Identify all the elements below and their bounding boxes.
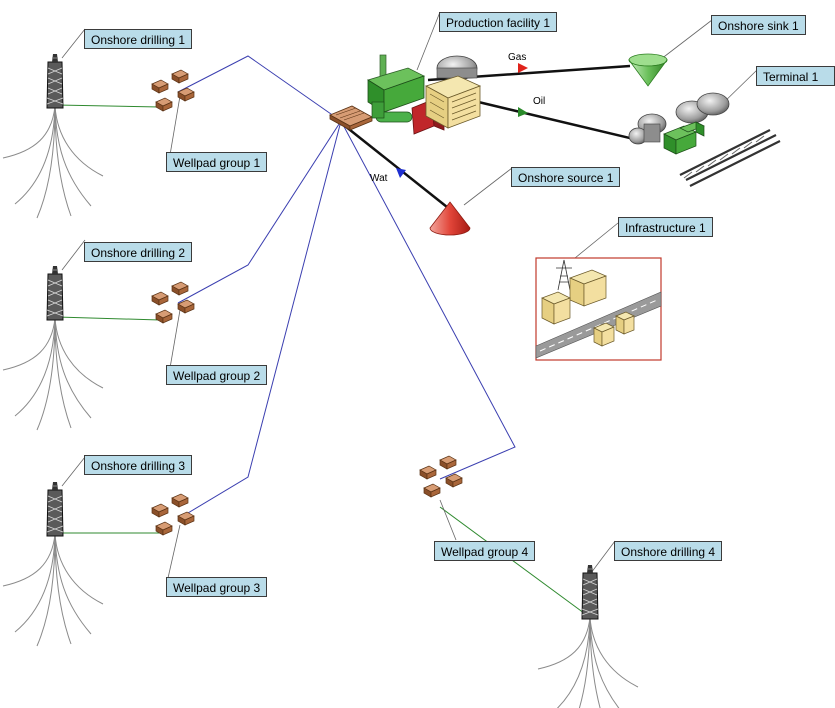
label-onshore-drilling-1[interactable]: Onshore drilling 1 [84, 29, 193, 49]
label-terminal-1[interactable]: Terminal 1 [756, 66, 835, 86]
manifold-hub-icon [329, 105, 373, 131]
drilling-rig-icon [537, 564, 639, 708]
label-wellpad-group-1[interactable]: Wellpad group 1 [166, 152, 268, 172]
terminal-icon [628, 92, 781, 187]
label-infrastructure-1[interactable]: Infrastructure 1 [618, 217, 713, 237]
sink-cone-icon [628, 53, 668, 87]
drilling-rig-icon [2, 265, 104, 431]
label-onshore-drilling-4[interactable]: Onshore drilling 4 [614, 541, 723, 561]
oil-flow-line [469, 98, 639, 142]
wellpad-group-icon [420, 456, 462, 497]
water-flow-line [344, 125, 448, 208]
source-cone-icon [429, 201, 471, 236]
pipeline-wellpad-2 [177, 120, 342, 304]
label-wellpad-group-4[interactable]: Wellpad group 4 [434, 541, 536, 561]
label-wellpad-group-3[interactable]: Wellpad group 3 [166, 577, 268, 597]
oil-arrow-icon [518, 107, 528, 117]
label-wellpad-group-2[interactable]: Wellpad group 2 [166, 365, 268, 385]
pipeline-wellpad-4 [340, 120, 516, 480]
gas-flow-label: Gas [508, 52, 527, 63]
connector-drilling-1 [56, 104, 161, 108]
infrastructure-icon [535, 257, 662, 361]
water-flow-label: Wat [370, 173, 388, 184]
label-production-facility-1[interactable]: Production facility 1 [439, 12, 558, 32]
label-onshore-source-1[interactable]: Onshore source 1 [511, 167, 621, 187]
connector-drilling-4 [439, 506, 589, 617]
production-facility-icon [367, 54, 482, 135]
label-onshore-drilling-2[interactable]: Onshore drilling 2 [84, 242, 193, 262]
wellpad-group-icon [152, 494, 194, 535]
drilling-rig-icon [2, 481, 104, 647]
water-arrow-icon [396, 168, 406, 178]
oil-flow-label: Oil [533, 96, 546, 107]
connector-drilling-2 [56, 316, 161, 321]
label-onshore-drilling-3[interactable]: Onshore drilling 3 [84, 455, 193, 475]
drilling-rig-icon [2, 53, 104, 219]
label-onshore-sink-1[interactable]: Onshore sink 1 [711, 15, 806, 35]
pipeline-wellpad-1 [177, 55, 342, 122]
gas-arrow-icon [518, 63, 528, 73]
wellpad-group-icon [152, 282, 194, 323]
pipeline-wellpad-3 [177, 120, 342, 520]
wellpad-group-icon [152, 70, 194, 111]
